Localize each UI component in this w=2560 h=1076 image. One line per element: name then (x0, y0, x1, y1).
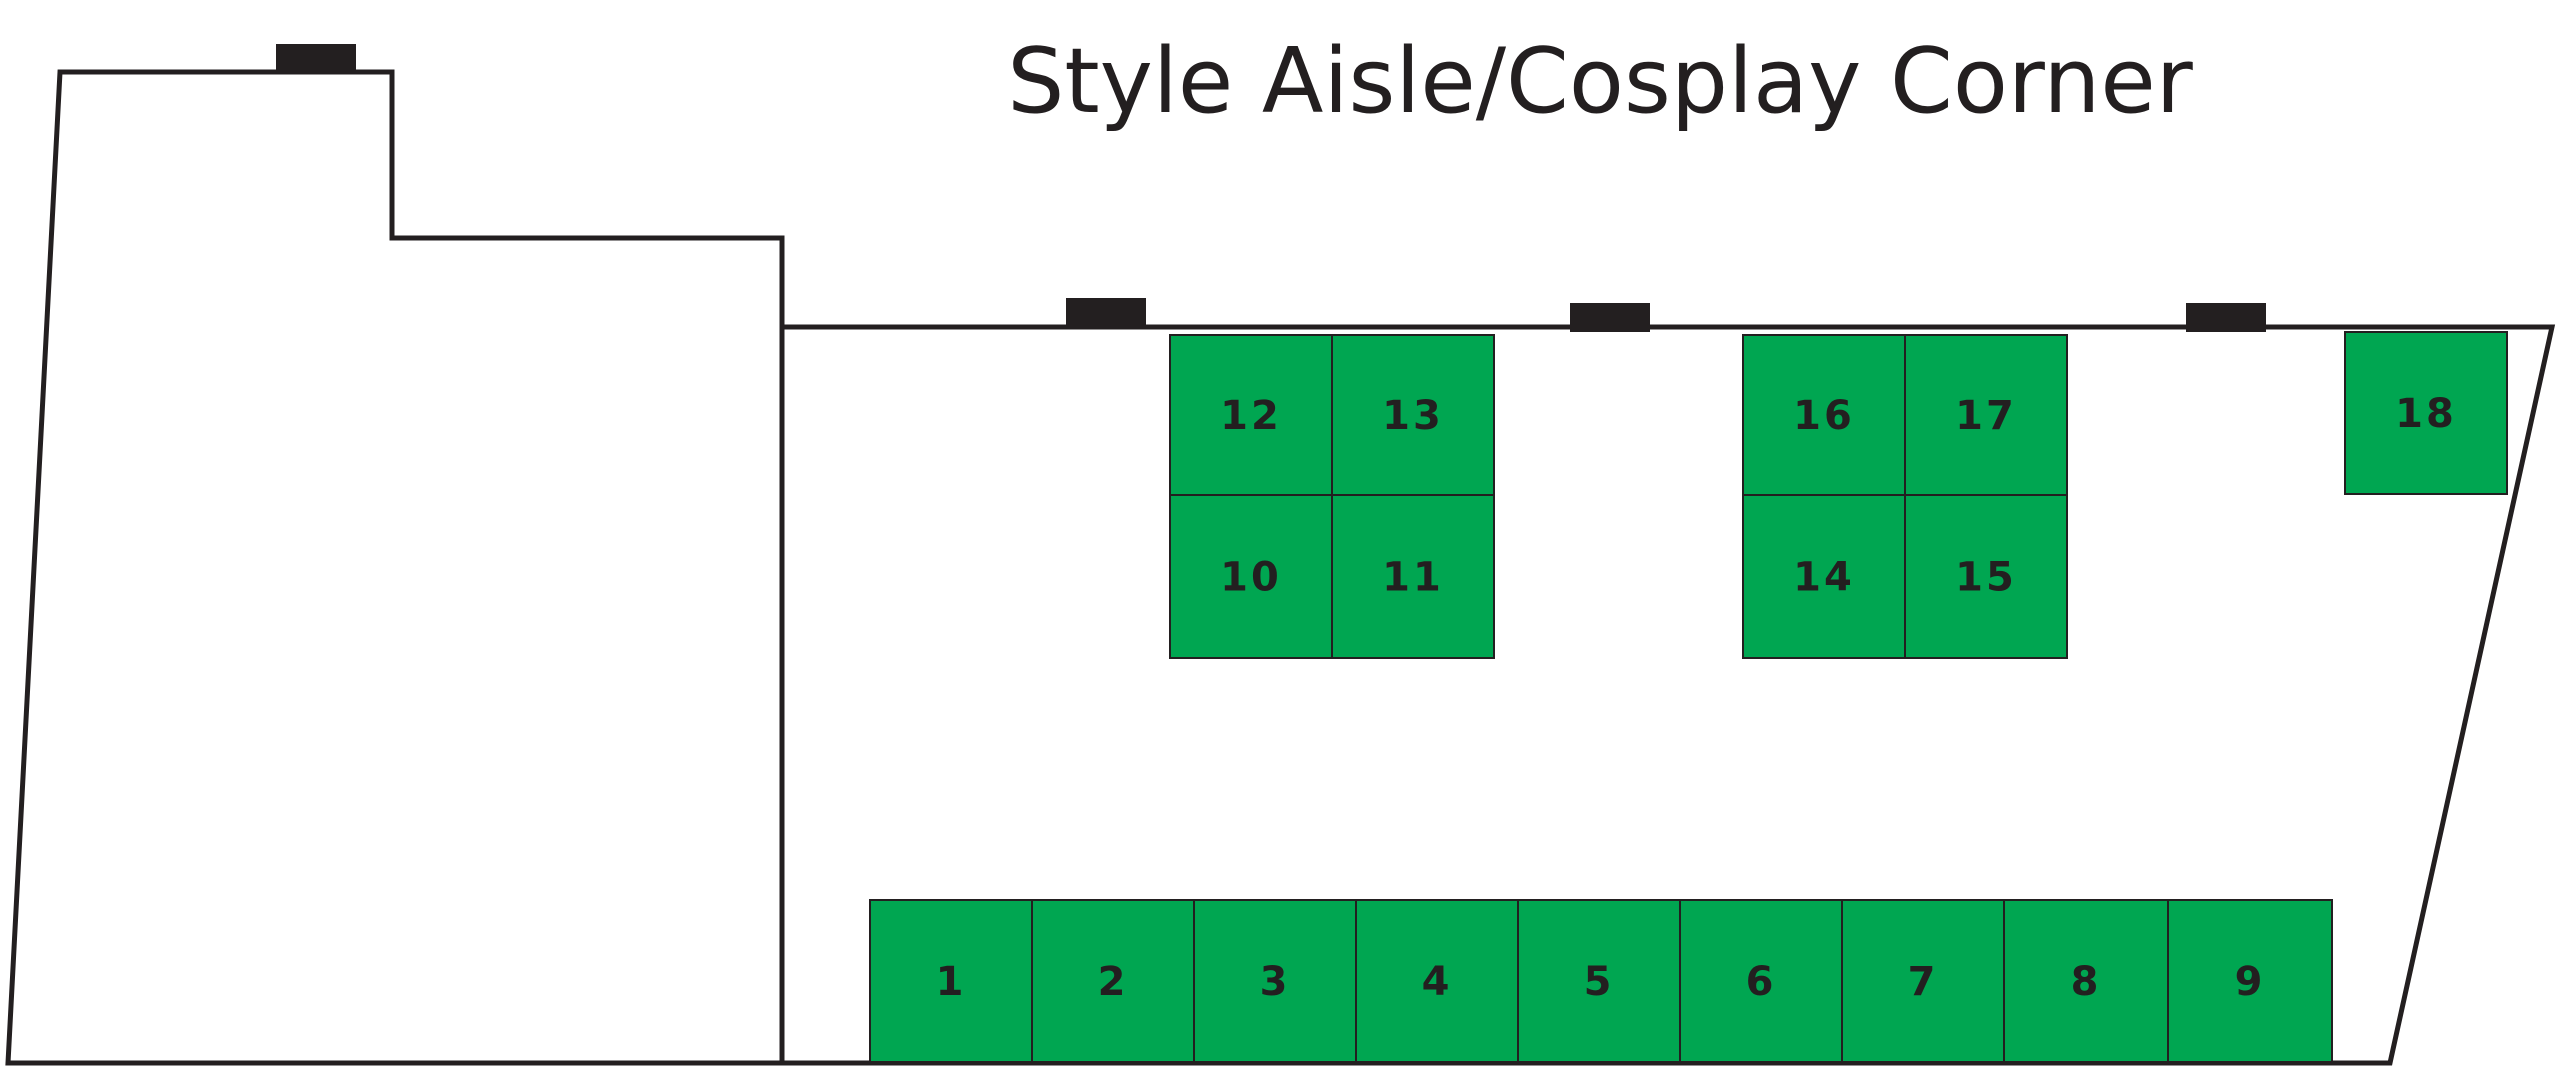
door-marker-hall-2 (1570, 303, 1650, 332)
booth-2-label: 2 (1098, 959, 1129, 1005)
booth-17-label: 17 (1955, 393, 2017, 439)
booth-15-area[interactable] (1904, 494, 2068, 659)
booth-14[interactable]: 14 (1742, 494, 1906, 659)
booth-12-label: 12 (1220, 393, 1282, 439)
booth-8-area[interactable] (2003, 899, 2169, 1063)
booth-6-area[interactable] (1679, 899, 1843, 1063)
booth-13-label: 13 (1382, 393, 1444, 439)
map-title: Style Aisle/Cosplay Corner (1007, 29, 2193, 134)
booth-18-label: 18 (2395, 391, 2457, 437)
booth-12[interactable]: 12 (1169, 334, 1333, 496)
door-marker-left-room (276, 44, 356, 72)
booth-13-area[interactable] (1331, 334, 1495, 496)
booth-14-area[interactable] (1742, 494, 1906, 659)
booth-6-label: 6 (1746, 959, 1777, 1005)
booth-2[interactable]: 2 (1031, 899, 1195, 1063)
booth-1-label: 1 (936, 959, 967, 1005)
booth-11-area[interactable] (1331, 494, 1495, 659)
booth-10[interactable]: 10 (1169, 494, 1333, 659)
booth-9-area[interactable] (2167, 899, 2333, 1063)
booth-8[interactable]: 8 (2003, 899, 2169, 1063)
booth-1-area[interactable] (869, 899, 1033, 1063)
booth-7[interactable]: 7 (1841, 899, 2005, 1063)
booth-5-label: 5 (1584, 959, 1615, 1005)
booth-8-label: 8 (2071, 959, 2102, 1005)
booth-12-area[interactable] (1169, 334, 1333, 496)
booth-18-area[interactable] (2344, 331, 2508, 495)
booth-10-area[interactable] (1169, 494, 1333, 659)
booth-6[interactable]: 6 (1679, 899, 1843, 1063)
booth-5[interactable]: 5 (1517, 899, 1681, 1063)
booth-3-label: 3 (1260, 959, 1291, 1005)
booth-18[interactable]: 18 (2344, 331, 2508, 495)
booth-9-label: 9 (2235, 959, 2266, 1005)
booth-4-label: 4 (1422, 959, 1453, 1005)
booth-16-area[interactable] (1742, 334, 1906, 496)
booth-9[interactable]: 9 (2167, 899, 2333, 1063)
booth-17-area[interactable] (1904, 334, 2068, 496)
booth-15-label: 15 (1955, 555, 2017, 601)
booth-11-label: 11 (1382, 555, 1444, 601)
booth-7-label: 7 (1908, 959, 1939, 1005)
booth-14-label: 14 (1793, 555, 1855, 601)
door-marker-hall-3 (2186, 303, 2266, 332)
booth-4[interactable]: 4 (1355, 899, 1519, 1063)
door-marker-hall-1 (1066, 298, 1146, 327)
booth-11[interactable]: 11 (1331, 494, 1495, 659)
booth-1[interactable]: 1 (869, 899, 1033, 1063)
booth-3-area[interactable] (1193, 899, 1357, 1063)
booth-13[interactable]: 13 (1331, 334, 1495, 496)
booth-16[interactable]: 16 (1742, 334, 1906, 496)
booth-2-area[interactable] (1031, 899, 1195, 1063)
booth-15[interactable]: 15 (1904, 494, 2068, 659)
booth-10-label: 10 (1220, 555, 1282, 601)
booth-17[interactable]: 17 (1904, 334, 2068, 496)
booth-3[interactable]: 3 (1193, 899, 1357, 1063)
booth-16-label: 16 (1793, 393, 1855, 439)
left-room-outline (5, 69, 785, 1066)
